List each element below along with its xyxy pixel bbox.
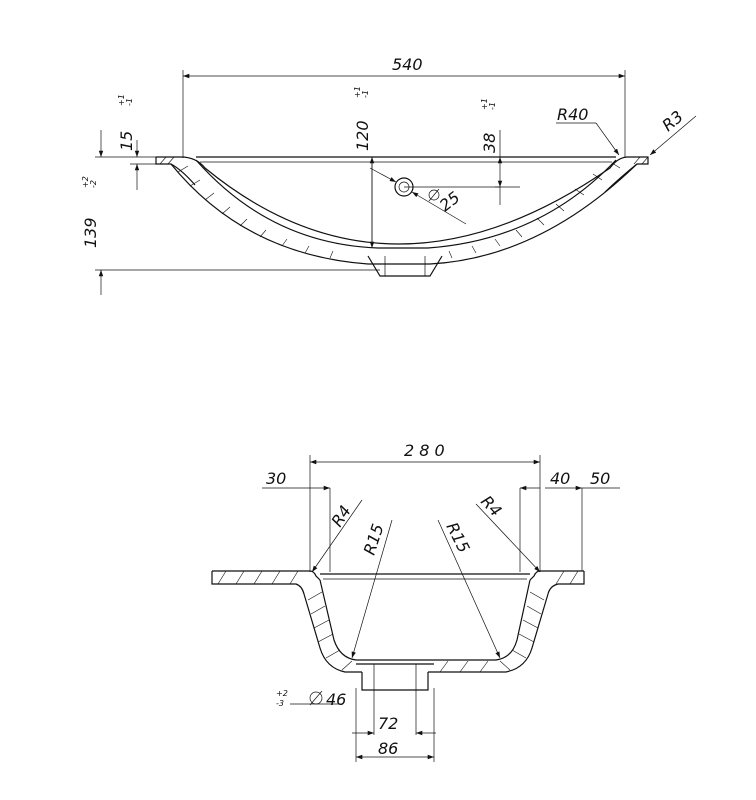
dim-flange-left: 30 [266, 469, 286, 488]
dim-radius-left-large: R15 [360, 521, 388, 557]
tol-15-plus: +1 [117, 94, 126, 106]
tol-120-plus: +1 [353, 86, 362, 98]
dim-flange-right-inner: 40 [550, 469, 570, 488]
tol-46-minus: -3 [276, 699, 284, 708]
dim-drain-outer: 86 [378, 739, 398, 758]
dim-total-height: 139 [81, 217, 100, 248]
dim-inner-width: 2 8 0 [404, 441, 445, 460]
tol-46-plus: +2 [276, 689, 288, 698]
dim-drain-inner: 72 [378, 714, 398, 733]
dim-depth-side: 38 [480, 133, 499, 153]
dim-overall-length: 540 [392, 55, 423, 74]
dim-flange-thickness: 15 [117, 131, 136, 151]
dim-radius-left-small: R4 [327, 502, 355, 530]
dim-flange-right-outer: 50 [590, 469, 610, 488]
tol-15-minus: -1 [125, 98, 134, 106]
tol-38-plus: +1 [480, 98, 489, 110]
dim-overflow-hole: 25 [436, 188, 464, 216]
dim-radius-right-small: R4 [477, 492, 505, 521]
tol-120-minus: -1 [361, 90, 370, 98]
side-section-view: 2 8 0 30 40 50 R4 R4 R15 R15 46 72 86 +2… [211, 441, 620, 762]
dim-depth-center: 120 [353, 120, 372, 151]
dim-radius-small: R3 [658, 107, 687, 135]
dim-radius-right-large: R15 [442, 519, 473, 556]
tol-139-minus: -2 [89, 180, 98, 188]
top-section-view: 540 R40 R3 15 120 38 139 25 +1 -1 +1 -1 … [81, 55, 697, 295]
dim-radius-large: R40 [557, 105, 588, 124]
tol-38-minus: -1 [488, 102, 497, 110]
tol-139-plus: +2 [81, 176, 90, 188]
dim-drain-diameter: 46 [326, 690, 346, 709]
